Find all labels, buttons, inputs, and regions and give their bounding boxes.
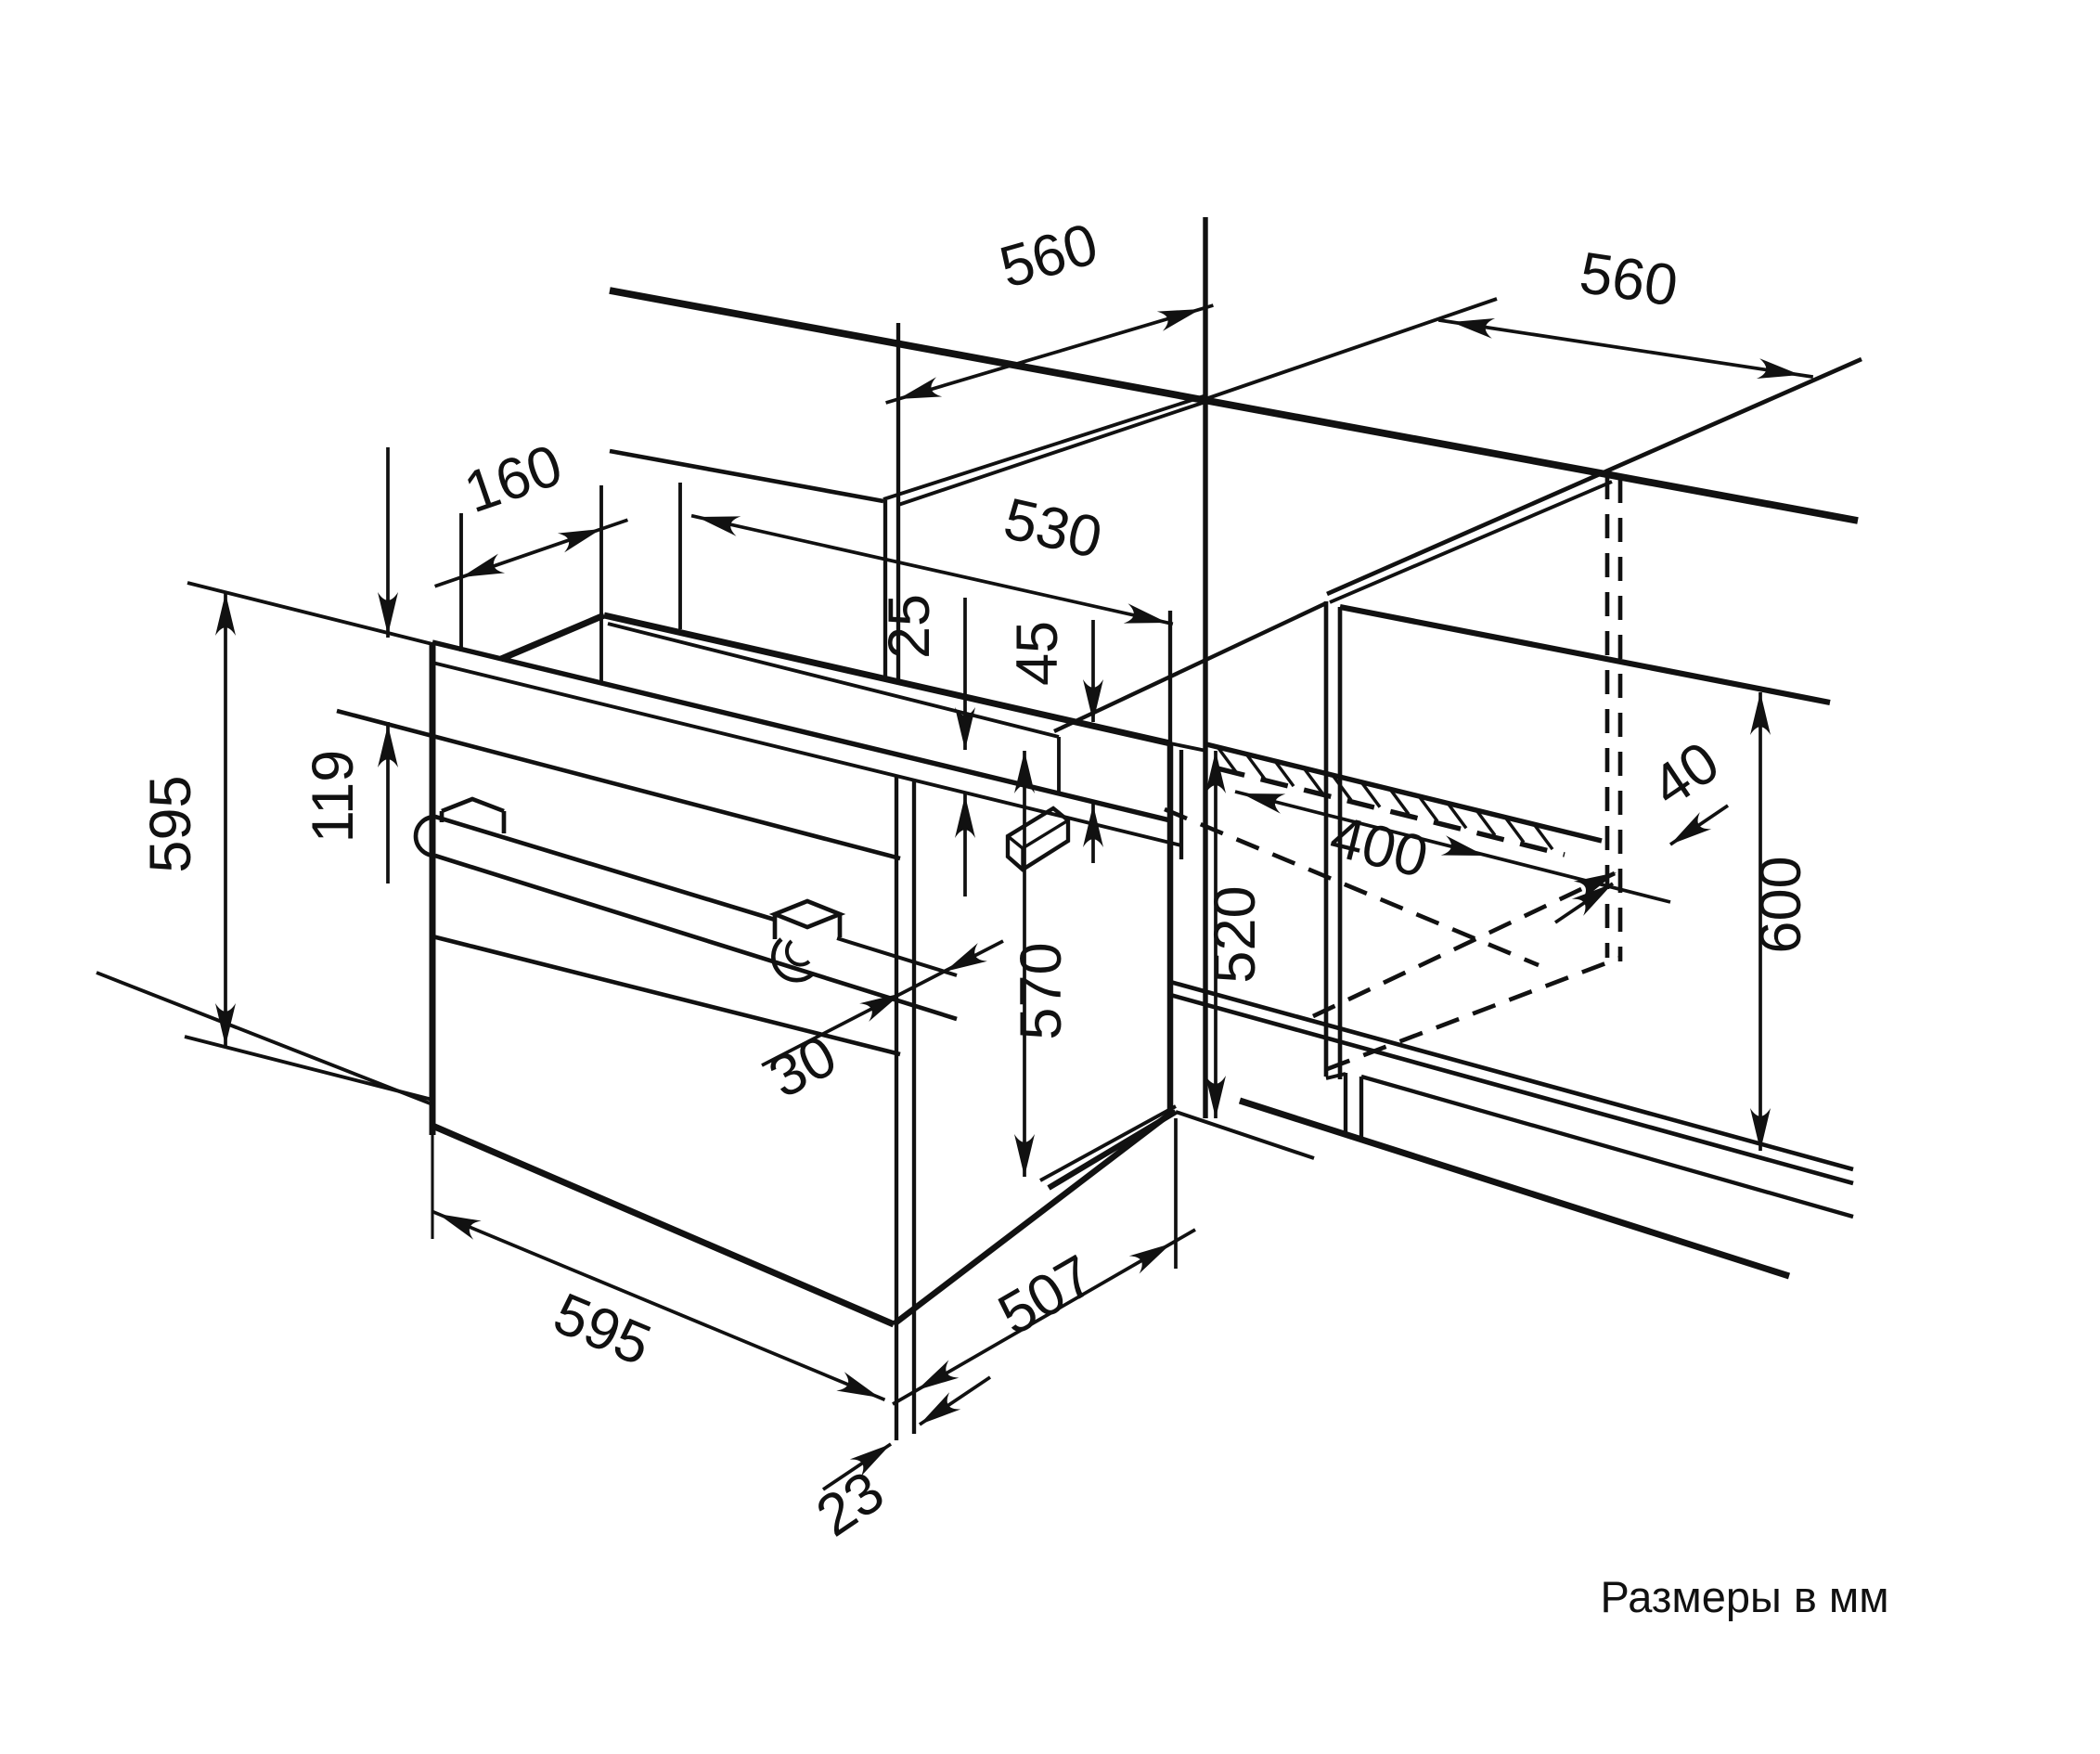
svg-text:Размеры в мм: Размеры в мм xyxy=(1600,1572,1888,1621)
svg-text:520: 520 xyxy=(1203,885,1268,983)
svg-text:45: 45 xyxy=(1005,621,1070,686)
svg-text:595: 595 xyxy=(138,775,203,872)
svg-text:25: 25 xyxy=(877,594,942,659)
svg-text:570: 570 xyxy=(1009,942,1074,1039)
svg-text:560: 560 xyxy=(1576,240,1681,319)
svg-text:119: 119 xyxy=(301,750,366,843)
svg-text:600: 600 xyxy=(1748,856,1813,953)
